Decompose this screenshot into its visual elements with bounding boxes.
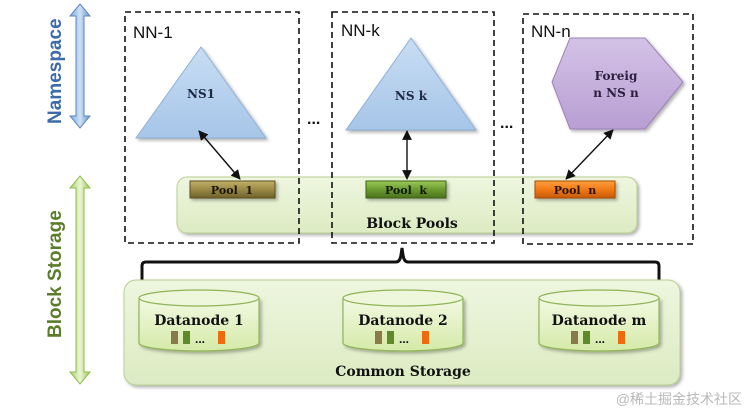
block-storage-axis-arrow-icon bbox=[68, 175, 92, 385]
datanode-2-blocks-ellipsis: ... bbox=[399, 332, 409, 346]
namespace-triangle-nsk bbox=[345, 37, 477, 131]
watermark: @稀土掘金技术社区 bbox=[616, 391, 742, 407]
datanode-label-1: Datanode 1 bbox=[154, 313, 244, 329]
namenode-box-k bbox=[331, 11, 495, 244]
namespace-axis-label: Namespace bbox=[45, 18, 66, 124]
pool-label-n: Pool n bbox=[554, 184, 597, 197]
namespace-label-nsk: NS k bbox=[395, 89, 428, 103]
namenode-box-1 bbox=[124, 11, 300, 244]
datanode-m-blocks-ellipsis: ... bbox=[595, 332, 605, 346]
pool-1 bbox=[189, 180, 276, 199]
datanode-2-block-poolk bbox=[387, 331, 394, 344]
datanode-1-blocks-ellipsis: ... bbox=[195, 332, 205, 346]
datanode-2-block-pool1 bbox=[375, 331, 382, 344]
datanode-m-block-pooln bbox=[618, 331, 625, 344]
namenode-ellipsis-1: ... bbox=[307, 111, 320, 128]
namespace-label-foreign-line2: n NS n bbox=[593, 86, 639, 100]
datanode-label-2: Datanode 2 bbox=[358, 313, 448, 329]
namespace-label-foreign-line1: Foreig bbox=[595, 69, 638, 83]
datanode-1: Datanode 1 ... bbox=[138, 289, 260, 352]
pool-k bbox=[365, 180, 447, 199]
datanode-m-block-pool1 bbox=[571, 331, 578, 344]
datanode-2: Datanode 2 ... bbox=[342, 289, 464, 352]
namenode-title-1: NN-1 bbox=[133, 23, 173, 42]
pool-n bbox=[534, 180, 616, 199]
namenode-ellipsis-2: ... bbox=[500, 115, 513, 132]
datanode-2-block-pooln bbox=[422, 331, 429, 344]
pool-label-1: Pool 1 bbox=[211, 184, 253, 197]
namespace-axis-arrow-icon bbox=[68, 3, 92, 129]
block-pools-label: Block Pools bbox=[366, 216, 458, 232]
datanode-1-block-poolk bbox=[183, 331, 190, 344]
ns1-pool1-link-arrow-icon bbox=[198, 130, 241, 180]
namespace-hexagon-foreign-nsn bbox=[551, 37, 684, 130]
block-storage-axis-label: Block Storage bbox=[45, 210, 66, 338]
namenode-box-n bbox=[522, 13, 694, 245]
namenode-title-k: NN-k bbox=[341, 21, 380, 40]
datanode-1-block-pool1 bbox=[171, 331, 178, 344]
namespace-label-ns1: NS1 bbox=[187, 87, 215, 101]
datanode-label-m: Datanode m bbox=[552, 313, 647, 329]
block-pools-to-storage-bracket bbox=[140, 247, 661, 281]
datanode-m-block-poolk bbox=[583, 331, 590, 344]
datanode-1-block-pooln bbox=[218, 331, 225, 344]
namenode-title-n: NN-n bbox=[531, 22, 571, 41]
pool-label-k: Pool k bbox=[385, 184, 427, 197]
common-storage-label: Common Storage bbox=[335, 364, 471, 380]
datanode-m: Datanode m ... bbox=[538, 289, 660, 352]
nsn-pooln-link-arrow-icon bbox=[565, 129, 614, 180]
